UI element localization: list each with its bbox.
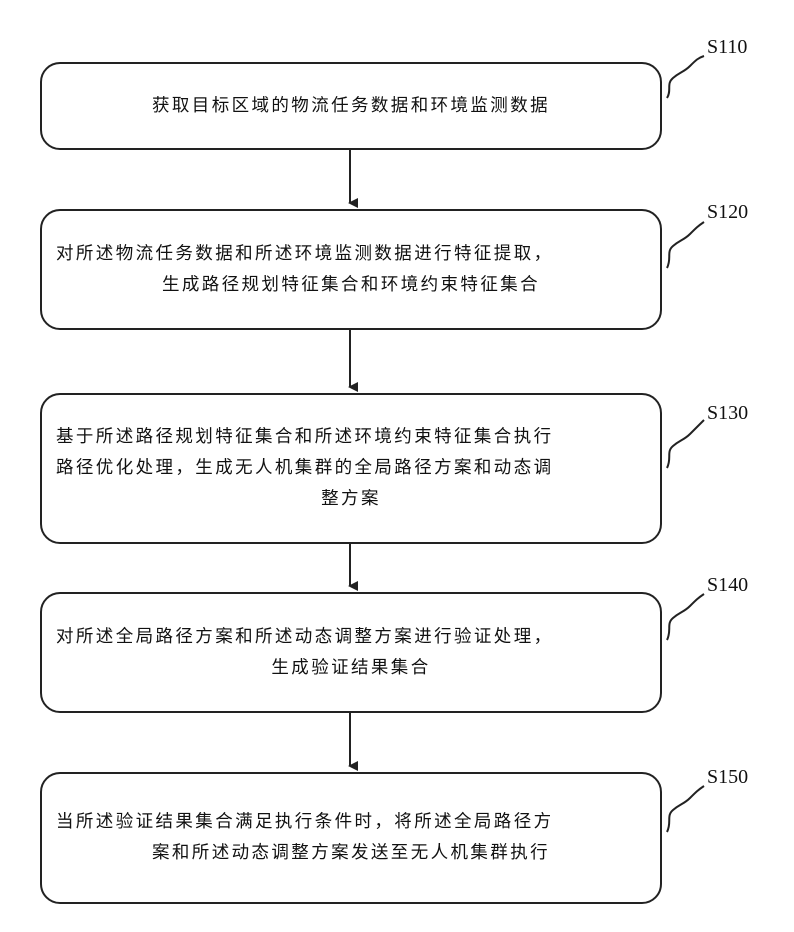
step-text-line: 获取目标区域的物流任务数据和环境监测数据 [56, 91, 646, 122]
step-box-s140: 对所述全局路径方案和所述动态调整方案进行验证处理， 生成验证结果集合 [40, 592, 662, 713]
step-box-s120: 对所述物流任务数据和所述环境监测数据进行特征提取， 生成路径规划特征集合和环境约… [40, 209, 662, 330]
leader-s120 [667, 222, 704, 268]
leader-s130 [667, 420, 704, 468]
step-box-s110: 获取目标区域的物流任务数据和环境监测数据 [40, 62, 662, 150]
step-text-line: 生成路径规划特征集合和环境约束特征集合 [56, 270, 646, 301]
step-text-line: 对所述物流任务数据和所述环境监测数据进行特征提取， [56, 239, 646, 270]
step-label-s120: S120 [707, 201, 748, 224]
step-label-s110: S110 [707, 36, 747, 59]
leader-s150 [667, 786, 704, 832]
leader-s110 [667, 56, 704, 98]
step-text-line: 生成验证结果集合 [56, 653, 646, 684]
step-box-s150: 当所述验证结果集合满足执行条件时，将所述全局路径方 案和所述动态调整方案发送至无… [40, 772, 662, 904]
step-text-line: 对所述全局路径方案和所述动态调整方案进行验证处理， [56, 622, 646, 653]
step-label-s150: S150 [707, 766, 748, 789]
step-text-line: 整方案 [56, 484, 646, 515]
leader-s140 [667, 594, 704, 640]
step-text-line: 当所述验证结果集合满足执行条件时，将所述全局路径方 [56, 807, 646, 838]
step-text-line: 基于所述路径规划特征集合和所述环境约束特征集合执行 [56, 422, 646, 453]
step-text-line: 案和所述动态调整方案发送至无人机集群执行 [56, 838, 646, 869]
step-label-s130: S130 [707, 402, 748, 425]
step-text-line: 路径优化处理，生成无人机集群的全局路径方案和动态调 [56, 453, 646, 484]
step-label-s140: S140 [707, 574, 748, 597]
step-box-s130: 基于所述路径规划特征集合和所述环境约束特征集合执行 路径优化处理，生成无人机集群… [40, 393, 662, 544]
